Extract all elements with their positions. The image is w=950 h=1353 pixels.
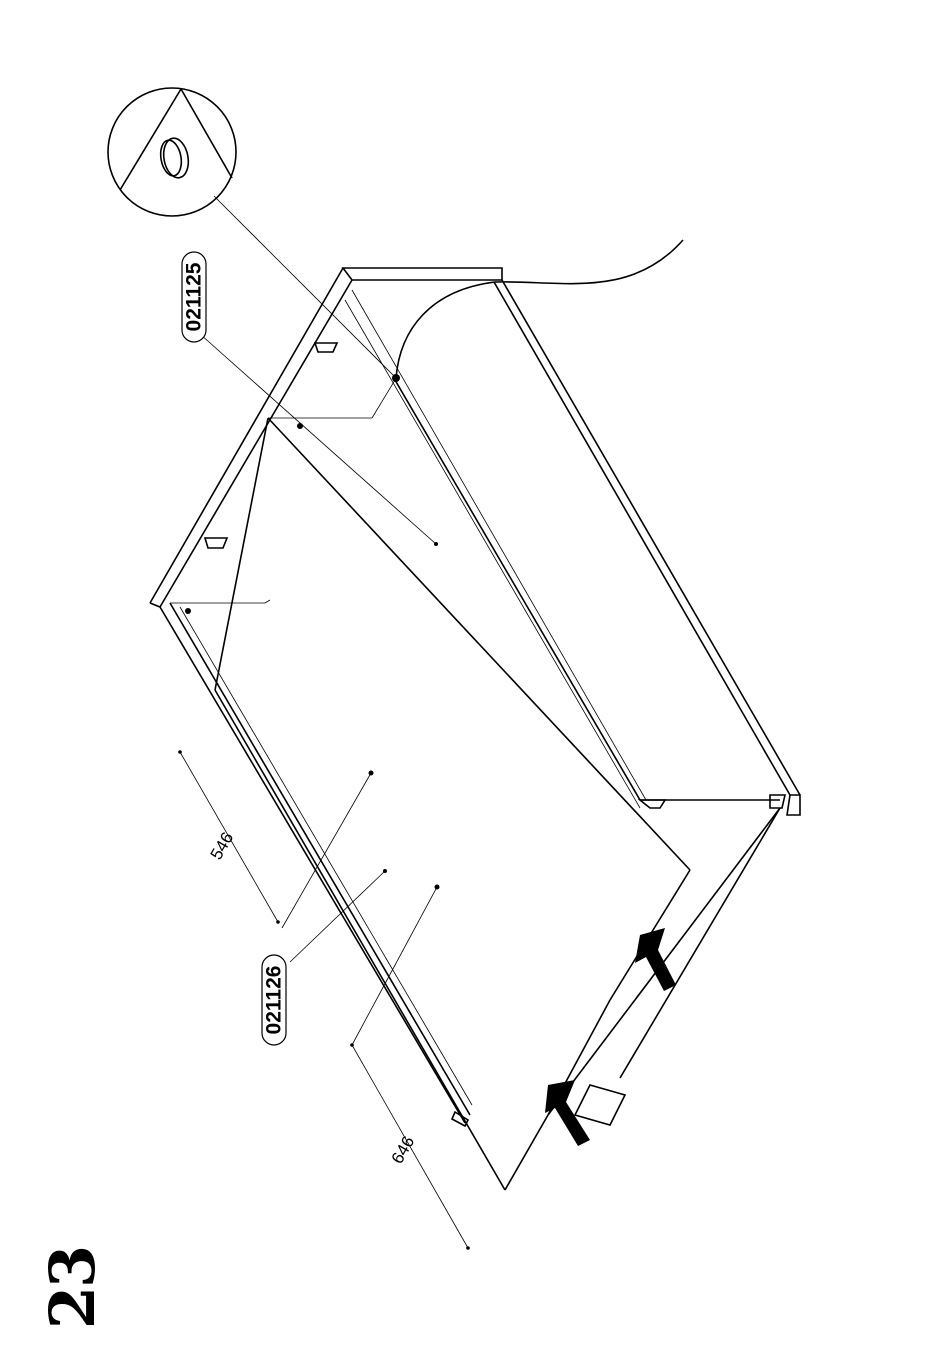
leader-line [200,334,436,544]
leader-line [282,773,371,928]
dimension-label-546: 546 [207,829,238,863]
leader-line [352,887,437,1045]
part-label-text: 021125 [183,262,206,331]
front-plinth [505,795,785,1190]
detail-magnifier [108,88,396,378]
part-label-021126: 021126 [262,955,286,1045]
part-label-021125: 021125 [182,252,206,342]
push-arrow-icon [545,928,676,1146]
bracket-icon [205,343,337,548]
part-label-text: 021126 [263,966,286,1035]
leader-line [290,871,385,962]
base-panel [170,380,780,1190]
power-cable [396,240,683,378]
dimension-label-646: 646 [388,1133,419,1167]
hole-icon [185,374,440,890]
right-side-panel [345,280,800,815]
